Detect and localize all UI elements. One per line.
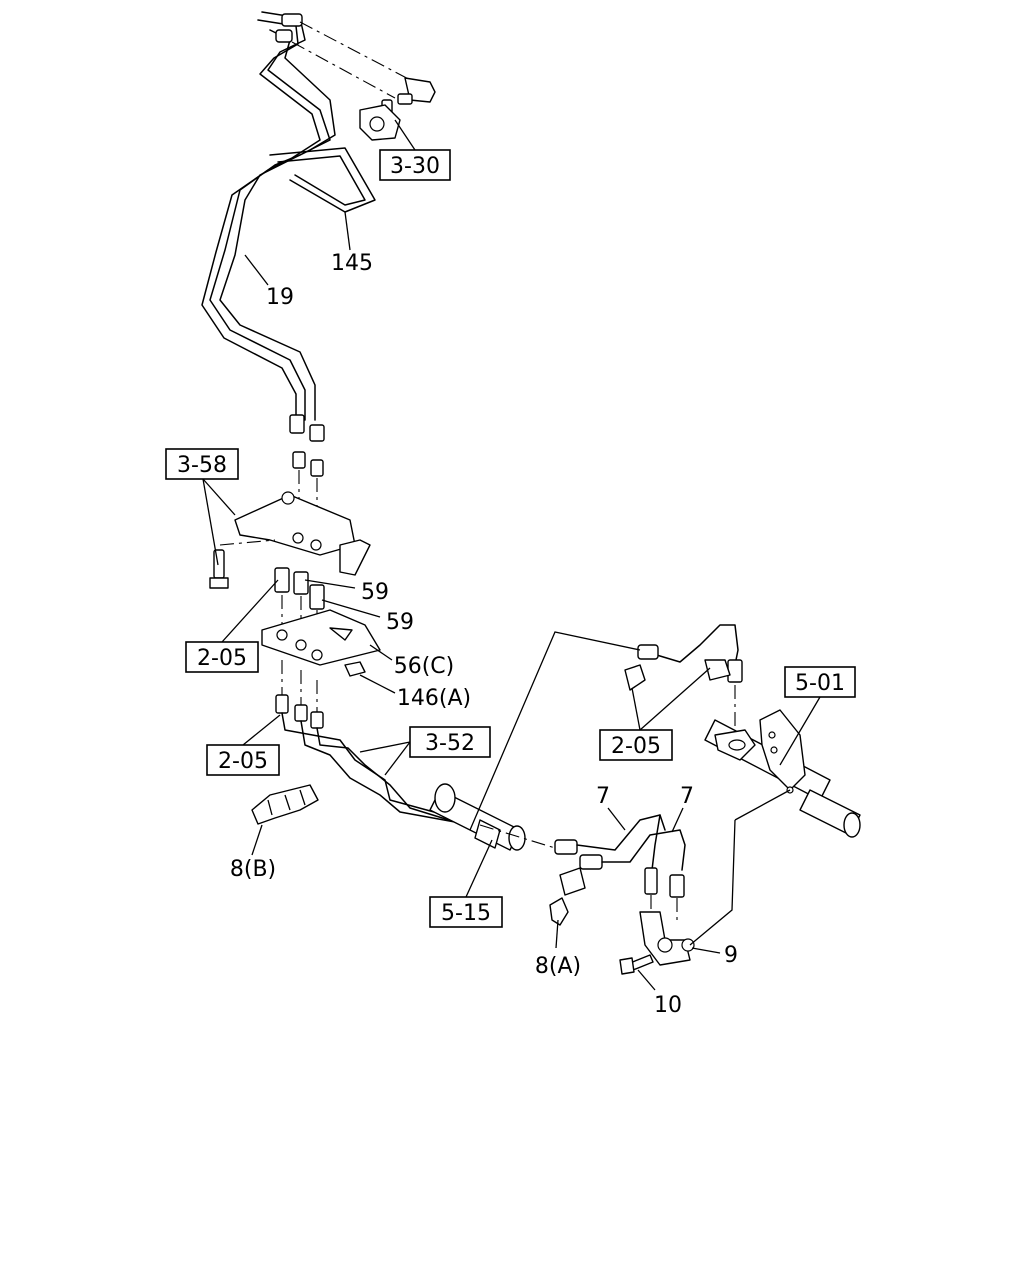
part-56c-text: 56(C)	[394, 654, 455, 679]
ref-box-2-05-lower[interactable]: 2-05	[206, 714, 281, 776]
part-59-lower-text: 59	[386, 610, 414, 635]
part-8b-text: 8(B)	[230, 857, 276, 882]
ref-3-30-text: 3-30	[390, 154, 440, 179]
label-8b: 8(B)	[230, 824, 276, 882]
rear-brake-pipes	[479, 814, 686, 871]
label-8a: 8(A)	[535, 919, 581, 979]
clip-146a	[344, 661, 366, 677]
label-7-left: 7	[596, 784, 626, 831]
frame-member-5-01	[704, 709, 861, 838]
part-8a-text: 8(A)	[535, 954, 581, 979]
part-145-text: 145	[331, 251, 373, 276]
ref-5-15-text: 5-15	[441, 901, 491, 926]
ref-box-3-52[interactable]: 3-52	[359, 726, 491, 776]
ref-box-5-15[interactable]: 5-15	[429, 839, 503, 928]
label-145: 145	[331, 211, 373, 276]
part-146a-text: 146(A)	[397, 686, 471, 711]
lower-bracket	[261, 609, 381, 666]
label-146a: 146(A)	[359, 674, 471, 711]
label-59-upper: 59	[304, 579, 389, 605]
upper-right-pipe	[624, 624, 743, 740]
ref-3-58-text: 3-58	[177, 453, 227, 478]
ref-box-2-05-left[interactable]: 2-05	[185, 579, 279, 673]
part-59-upper-text: 59	[361, 580, 389, 605]
label-7-right: 7	[671, 784, 694, 833]
ref-box-3-58[interactable]: 3-58	[165, 448, 239, 566]
label-10: 10	[637, 969, 682, 1018]
leader-lines	[469, 631, 791, 946]
ref-2-05-right-text: 2-05	[611, 734, 661, 759]
clip-8a	[549, 867, 586, 926]
part-7-left-text: 7	[596, 784, 610, 809]
bolt	[209, 549, 229, 589]
label-9: 9	[691, 943, 738, 968]
ref-box-3-30[interactable]: 3-30	[379, 119, 451, 181]
ref-2-05-left-text: 2-05	[197, 646, 247, 671]
brake-pipe-145	[269, 147, 376, 213]
part-7-right-text: 7	[680, 784, 694, 809]
tee-9	[639, 911, 695, 966]
label-19: 19	[244, 254, 294, 310]
part-9-text: 9	[724, 943, 738, 968]
ref-2-05-lower-text: 2-05	[218, 749, 268, 774]
label-59-lower: 59	[321, 599, 414, 635]
ref-box-5-01[interactable]: 5-01	[779, 666, 856, 766]
label-56c: 56(C)	[369, 644, 455, 679]
bolt-10	[619, 954, 654, 975]
ref-box-2-05-right[interactable]: 2-05	[599, 667, 711, 761]
lower-brake-pipes	[275, 660, 466, 826]
brake-pipe-19	[201, 11, 336, 421]
clip-8b	[251, 784, 319, 825]
valve-fittings	[275, 13, 436, 141]
tee-fittings	[644, 867, 685, 925]
part-10-text: 10	[654, 993, 682, 1018]
part-19-text: 19	[266, 285, 294, 310]
ref-5-01-text: 5-01	[795, 671, 845, 696]
frame-member-5-15	[429, 783, 526, 851]
ref-3-52-text: 3-52	[425, 731, 475, 756]
upper-bracket	[219, 491, 371, 576]
